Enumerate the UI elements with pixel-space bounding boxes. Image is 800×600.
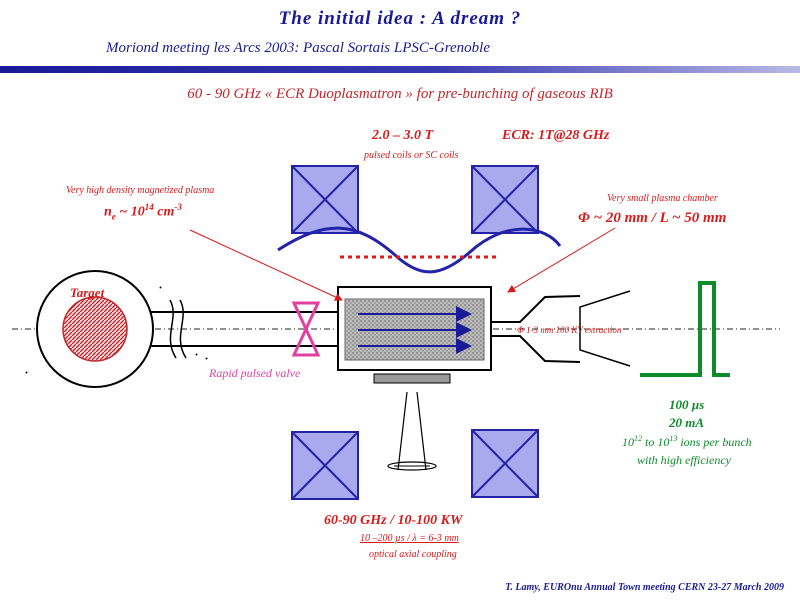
coil-top-left (291, 165, 359, 234)
coil-bottom-left (291, 431, 359, 500)
chamber-dims: Φ ~ 20 mm / L ~ 50 mm (578, 210, 727, 226)
rf-power: 60-90 GHz / 10-100 KW (324, 513, 463, 528)
field-value: 2.0 – 3.0 T (372, 128, 434, 143)
optical-coupling (387, 391, 437, 471)
slide-subtitle: Moriond meeting les Arcs 2003: Pascal So… (106, 40, 490, 56)
coil-top-right (471, 165, 539, 234)
extraction-electrodes (491, 290, 631, 367)
pulse-width: 100 µs (669, 397, 705, 412)
target-label: Target (70, 285, 105, 300)
extraction-label: Φ 1-3 mm 100 KV extraction (517, 325, 622, 335)
ecr-resonance-label: ECR: 1T@28 GHz (502, 128, 610, 143)
plasma-chamber (337, 286, 492, 384)
slide-footer: T. Lamy, EUROnu Annual Town meeting CERN… (505, 582, 784, 593)
plasma-density-value: ne ~ 1014 cm-3 (104, 202, 182, 222)
target-assembly (25, 270, 338, 388)
header-bar (0, 66, 800, 73)
pulsed-valve (291, 301, 321, 357)
coils-note: pulsed coils or SC coils (364, 150, 459, 161)
rf-coupling: optical axial coupling (369, 549, 457, 560)
pulse-shape (640, 281, 730, 377)
chamber-arrow (507, 227, 616, 293)
slide-title: The initial idea : A dream ? (278, 8, 522, 29)
section-title: 60 - 90 GHz « ECR Duoplasmatron » for pr… (187, 86, 613, 102)
pulse-current: 20 mA (669, 415, 705, 430)
coil-bottom-right (471, 429, 539, 498)
chamber-note: Very small plasma chamber (607, 193, 718, 204)
efficiency-label: with high efficiency (637, 453, 731, 467)
plasma-density-note: Very high density magnetized plasma (66, 185, 215, 196)
ions-per-bunch: 1012 to 1013 ions per bunch (622, 434, 752, 449)
density-arrow (189, 229, 343, 301)
valve-label: Rapid pulsed valve (209, 366, 301, 380)
rf-pulse: 10 –200 µs / λ = 6-3 mm (360, 533, 459, 544)
magnetic-field-curve (277, 226, 562, 274)
